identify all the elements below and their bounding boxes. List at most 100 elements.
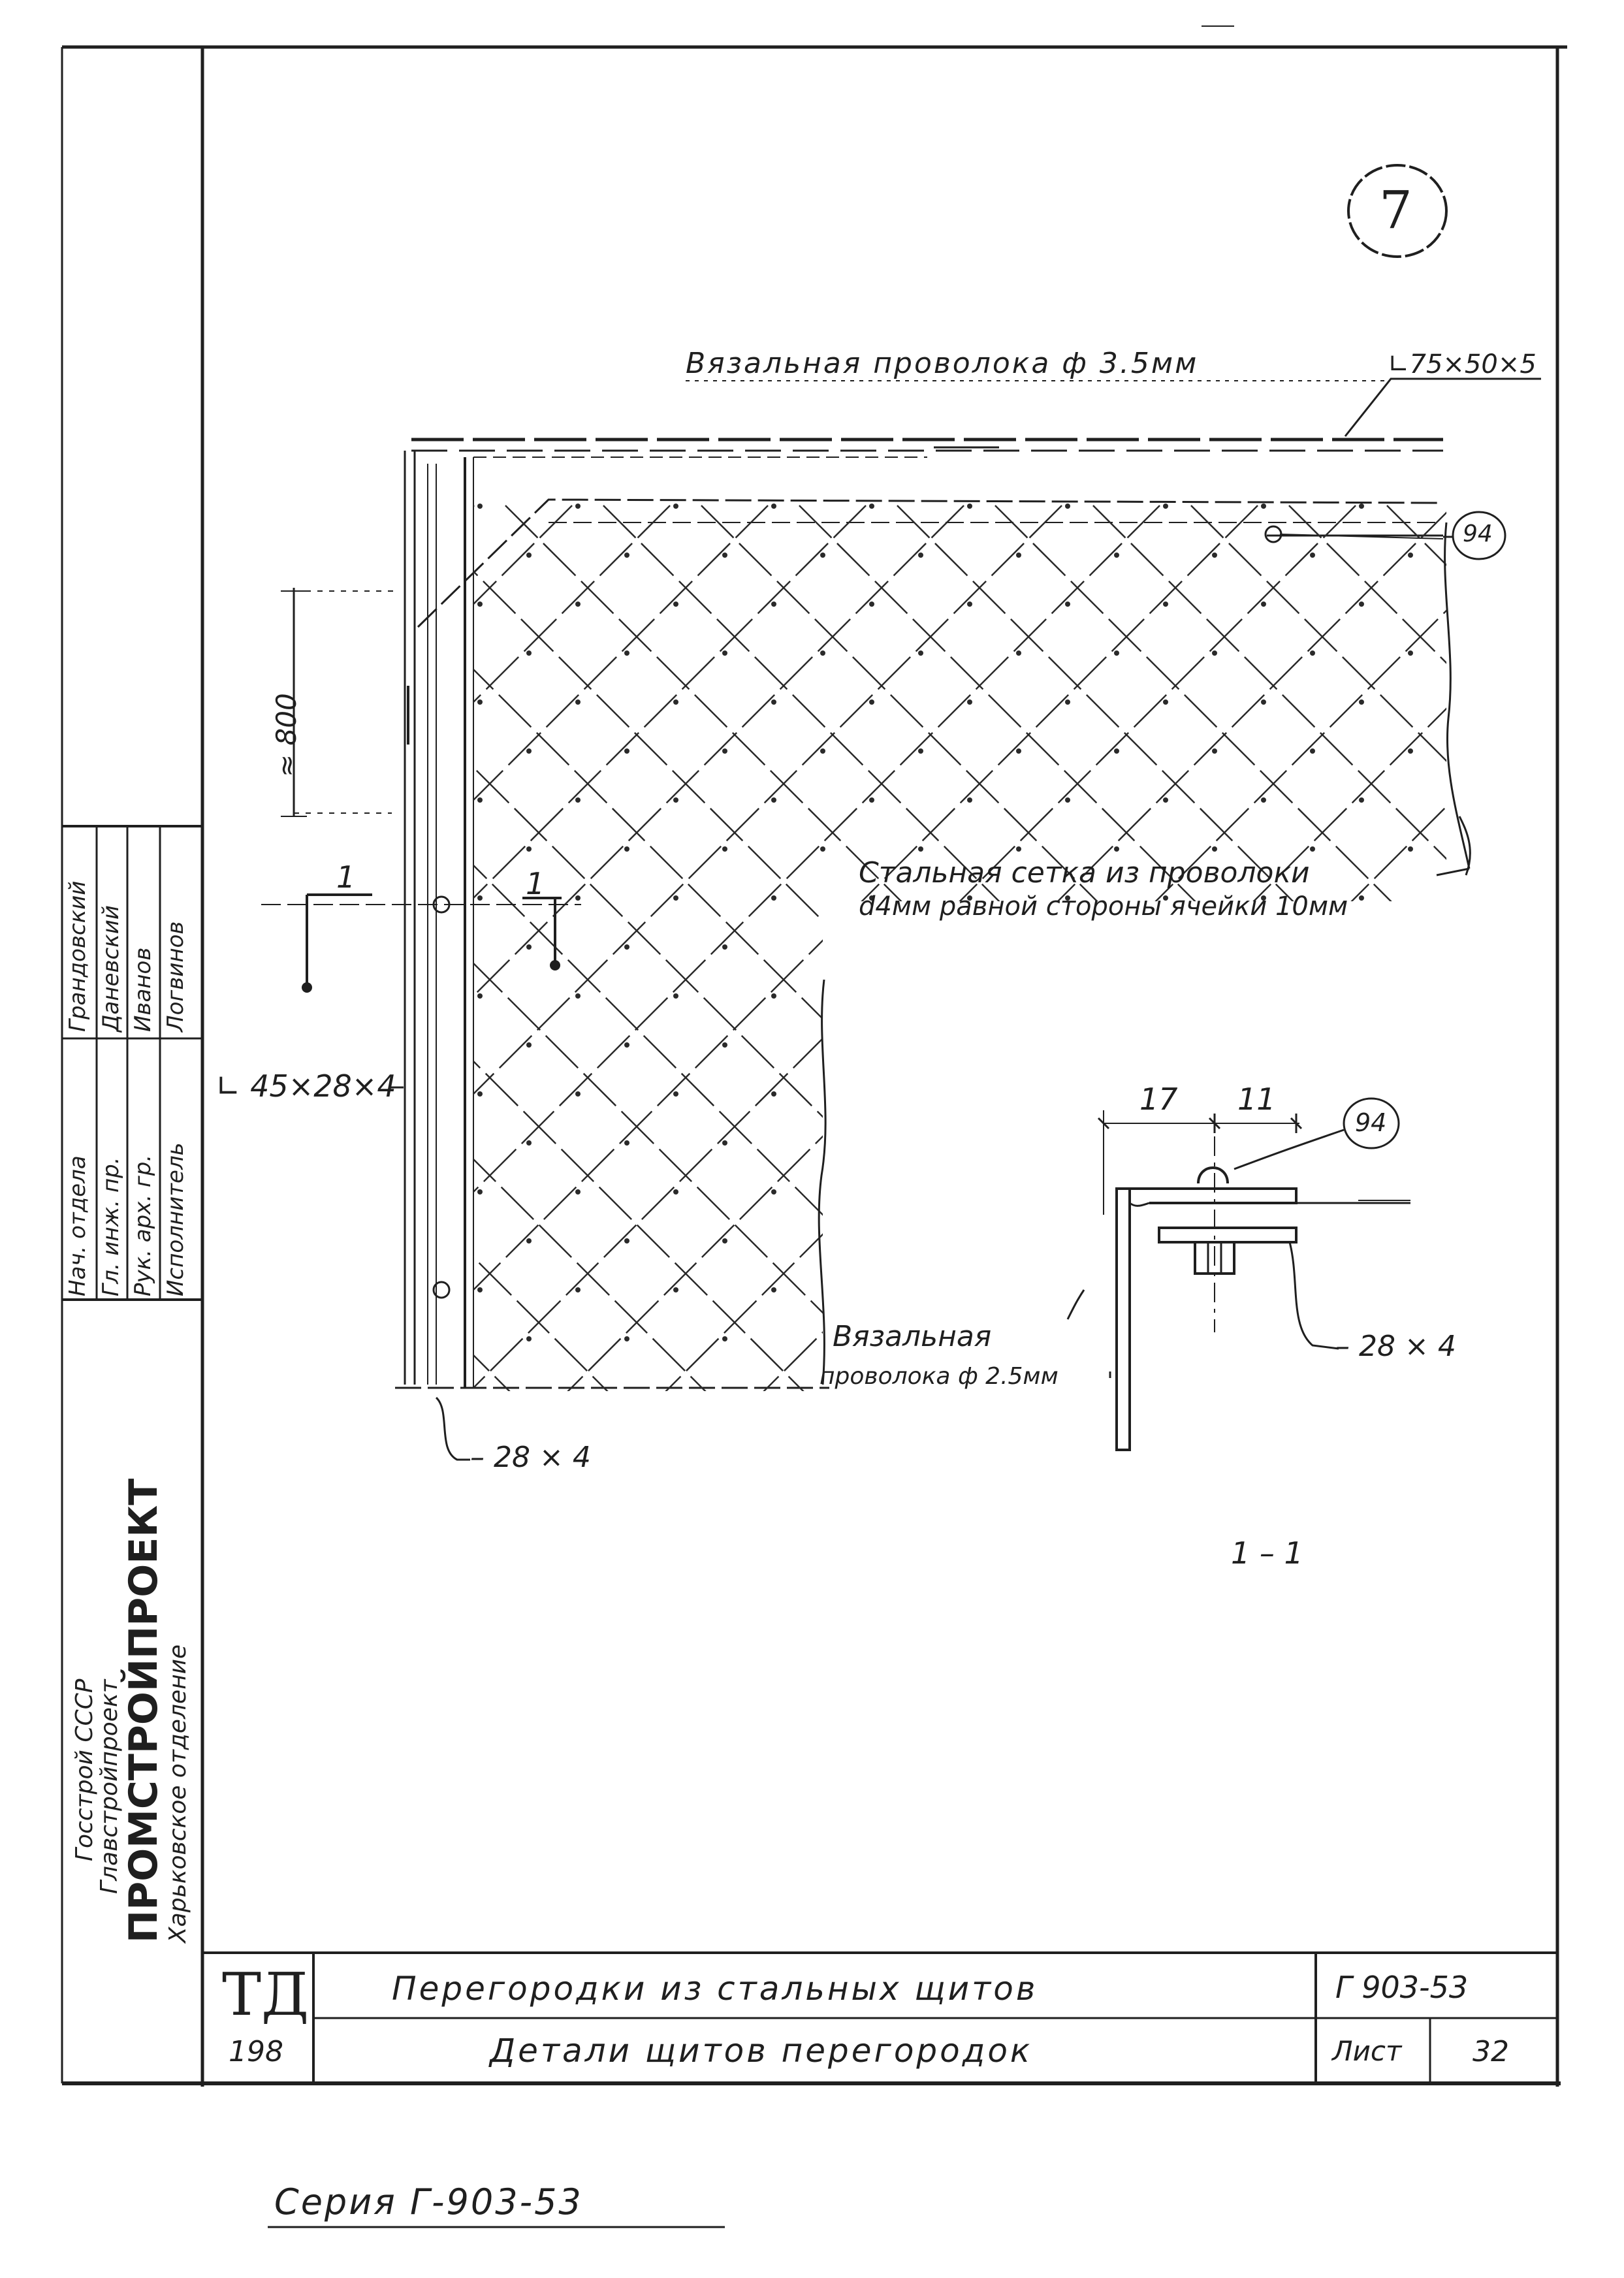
mesh-knot — [869, 602, 874, 607]
mesh-knot — [1359, 699, 1364, 705]
mesh-wire — [473, 503, 915, 1391]
mesh-knot — [1212, 846, 1217, 852]
stamp-org-branch: Харьковское отделение — [165, 1644, 191, 1943]
detail-dim-17: 17 — [1139, 1082, 1178, 1117]
mesh-knot — [575, 699, 581, 705]
series-caption: Серия Г-903-53 — [274, 2181, 583, 2222]
mesh-knot — [771, 602, 776, 607]
mesh-knot — [918, 553, 923, 558]
mesh-knot — [624, 1042, 629, 1048]
mesh-knot — [1016, 553, 1021, 558]
sheet-frame — [61, 25, 1567, 2087]
mesh-knot — [722, 553, 727, 558]
detail-wire-note-line2: проволока ф 2.5мм — [820, 1363, 1059, 1390]
stamp-org-name: ПРОМСТРОЙПРОЕКТ — [121, 1478, 167, 1943]
mesh-knot — [575, 1189, 581, 1195]
mesh-knot — [624, 650, 629, 656]
sheet-number-circle — [1347, 164, 1448, 258]
title-line-2: Детали щитов перегородок — [490, 2032, 1033, 2070]
stamp-role-4: Исполнитель — [163, 1142, 189, 1296]
mesh-knot — [722, 944, 727, 950]
mesh-knot — [869, 895, 874, 901]
mesh-wire — [1044, 503, 1446, 1391]
mesh-knot — [1163, 797, 1168, 803]
mesh-knot — [722, 650, 727, 656]
mesh-knot — [1212, 748, 1217, 754]
mesh-knot — [1163, 895, 1168, 901]
mesh-knot — [1359, 797, 1364, 803]
mesh-knot — [918, 650, 923, 656]
mesh-knot — [918, 846, 923, 852]
mesh-knot — [918, 748, 923, 754]
mesh-break-line — [818, 522, 1471, 1385]
mesh-knot — [575, 1091, 581, 1097]
mesh-wire — [473, 503, 1307, 1391]
title-block — [202, 1951, 1557, 2083]
mesh-knot — [575, 797, 581, 803]
detail-wire-note-line1: Вязальная — [833, 1320, 992, 1353]
detail-scale: 1 – 1 — [1231, 1535, 1303, 1571]
mesh-knot — [869, 797, 874, 803]
mesh-knot — [575, 895, 581, 901]
mesh-knot — [673, 895, 678, 901]
mesh-wire — [473, 503, 817, 1391]
title-series-code: Г 903-53 — [1335, 1970, 1469, 2005]
title-logo: ТД — [222, 1961, 310, 2029]
mesh-wire — [1436, 503, 1446, 1391]
mesh-knot — [722, 1238, 727, 1243]
mesh-knot — [1163, 699, 1168, 705]
mesh-knot — [624, 748, 629, 754]
mesh-knot — [526, 1140, 532, 1146]
mesh-knot — [967, 699, 972, 705]
mesh-knot — [722, 1336, 727, 1341]
stamp-role-3: Рук. арх. гр. — [130, 1154, 156, 1296]
mesh-knot — [722, 748, 727, 754]
mesh-knot — [1261, 504, 1266, 509]
mesh-knot — [477, 895, 483, 901]
mesh-knot — [722, 846, 727, 852]
mesh-knot — [722, 1140, 727, 1146]
mesh-knot — [820, 846, 825, 852]
mesh-wire — [0, 392, 33, 1502]
mesh-knot — [1359, 602, 1364, 607]
mesh-knot — [1359, 504, 1364, 509]
mesh-knot — [624, 944, 629, 950]
sheet-number: 7 — [1379, 180, 1412, 240]
title-line-1: Перегородки из стальных щитов — [392, 1970, 1038, 2008]
mesh-knot — [673, 602, 678, 607]
mesh-wire — [473, 503, 1176, 1391]
mesh-wire — [473, 503, 1078, 1391]
top-angle-profile — [411, 377, 1541, 628]
mesh-wire — [473, 503, 719, 1391]
mesh-knot — [1065, 797, 1070, 803]
mesh-knot — [1310, 650, 1315, 656]
mesh-wire — [1535, 392, 1624, 1502]
mesh-knot — [1163, 504, 1168, 509]
title-logo-number: 198 — [229, 2035, 283, 2068]
section-mark-right: 1 — [526, 866, 545, 901]
mesh-note-line1: Стальная сетка из проволоки — [859, 856, 1310, 890]
mesh-knot — [1261, 895, 1266, 901]
mesh-knot — [967, 797, 972, 803]
mesh-knot — [1114, 846, 1119, 852]
title-sheet-label: Лист — [1332, 2035, 1402, 2067]
strip-leader — [435, 1396, 470, 1461]
mesh-knot — [526, 1336, 532, 1341]
mesh-knot — [477, 797, 483, 803]
mesh-knot — [1065, 602, 1070, 607]
mesh-knot — [624, 1238, 629, 1243]
mesh-wire — [0, 392, 424, 1502]
mesh-knot — [624, 846, 629, 852]
mesh-knot — [1114, 650, 1119, 656]
mesh-knot — [1114, 748, 1119, 754]
mesh-knot — [624, 1140, 629, 1146]
mesh-knot — [673, 504, 678, 509]
mesh-wire — [473, 503, 1209, 1391]
mesh-wire — [881, 503, 1446, 1391]
mesh-knot — [526, 846, 532, 852]
mesh-knot — [526, 944, 532, 950]
mesh-knot — [477, 1189, 483, 1195]
mesh-knot — [1408, 846, 1413, 852]
mesh-knot — [722, 1042, 727, 1048]
section-mark-left: 1 — [336, 859, 356, 895]
